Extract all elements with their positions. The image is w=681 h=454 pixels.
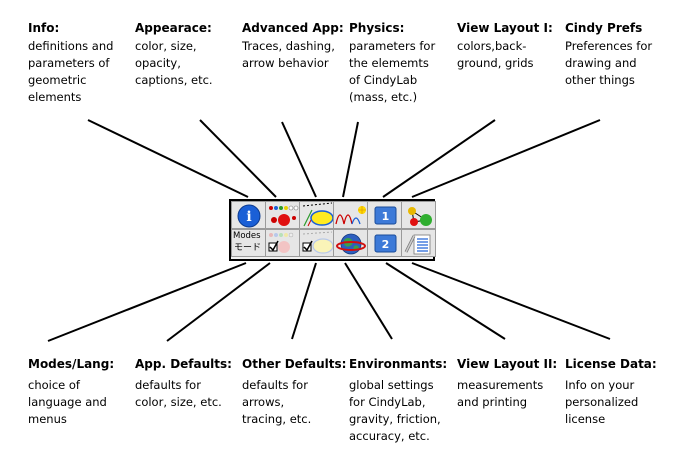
label-view-layout-2: View Layout II: measurements and printin… (457, 356, 565, 411)
cindy-prefs-icon (408, 207, 432, 226)
connector-environment (344, 262, 393, 340)
appearance-button[interactable] (265, 201, 300, 229)
label-title: Other Defaults: (242, 357, 347, 371)
layout-1-digit: 1 (382, 210, 390, 223)
connector-modes (47, 262, 247, 342)
label-title: View Layout II: (457, 357, 558, 371)
label-description: color, size, opacity, captions, etc. (135, 39, 213, 87)
label-title: View Layout I: (457, 21, 553, 35)
label-title: Cindy Prefs (565, 21, 643, 35)
connector-cindy-prefs (411, 119, 601, 198)
connector-advanced-app (281, 121, 317, 198)
label-info: Info: definitions and parameters of geom… (28, 20, 136, 106)
label-license-data: License Data: Info on your personalized … (565, 356, 673, 428)
label-description: parameters for the elememts of CindyLab … (349, 39, 436, 104)
appearance-defaults-icon (268, 232, 294, 253)
advanced-appearance-icon (302, 202, 334, 227)
label-description: Traces, dashing, arrow behavior (242, 39, 335, 70)
physics-button[interactable] (333, 201, 368, 229)
label-title: App. Defaults: (135, 357, 232, 371)
connector-info (87, 119, 249, 198)
connector-other-defaults (291, 262, 317, 340)
environment-icon (336, 233, 366, 255)
label-cindy-prefs: Cindy Prefs Preferences for drawing and … (565, 20, 673, 89)
physics-icon (335, 206, 366, 225)
label-title: Modes/Lang: (28, 357, 115, 371)
label-description: global settings for CindyLab, gravity, f… (349, 378, 441, 443)
license-button[interactable] (401, 229, 436, 257)
label-description: measurements and printing (457, 378, 544, 409)
label-app-defaults: App. Defaults: defaults for color, size,… (135, 356, 243, 411)
environment-button[interactable] (333, 229, 368, 257)
layout-2-digit: 2 (382, 238, 390, 251)
label-title: Advanced App: (242, 21, 344, 35)
appearance-icon (269, 205, 299, 226)
connector-physics (342, 121, 359, 198)
label-title: Physics: (349, 21, 405, 35)
label-title: License Data: (565, 357, 657, 371)
info-icon: i (237, 204, 261, 228)
label-appearance: Appearace: color, size, opacity, caption… (135, 20, 243, 89)
label-description: definitions and parameters of geometric … (28, 39, 114, 104)
label-description: Preferences for drawing and other things (565, 39, 653, 87)
modes-text: Modes (233, 231, 261, 241)
inspector-toolbar: i 1 (229, 199, 436, 261)
label-description: Info on your personalized license (565, 378, 639, 426)
other-defaults-button[interactable] (299, 229, 334, 257)
view-layout-1-icon: 1 (374, 206, 397, 225)
other-defaults-icon (302, 231, 334, 254)
cindy-prefs-button[interactable] (401, 201, 436, 229)
label-modes-lang: Modes/Lang: choice of language and menus (28, 356, 136, 428)
appearance-defaults-button[interactable] (265, 229, 300, 257)
label-description: defaults for arrows, tracing, etc. (242, 378, 312, 426)
label-title: Environmants: (349, 357, 448, 371)
label-physics: Physics: parameters for the elememts of … (349, 20, 457, 106)
connector-view-layout-1 (382, 119, 496, 198)
label-description: defaults for color, size, etc. (135, 378, 222, 409)
view-layout-2-button[interactable]: 2 (367, 229, 402, 257)
info-button[interactable]: i (231, 201, 266, 229)
connector-license (411, 262, 611, 340)
label-description: colors,back- ground, grids (457, 39, 534, 70)
modes-japanese-text: モード (234, 243, 262, 253)
license-icon (404, 234, 431, 255)
connector-view-layout-2 (385, 262, 506, 340)
label-description: choice of language and menus (28, 378, 107, 426)
label-title: Info: (28, 21, 60, 35)
label-other-defaults: Other Defaults: defaults for arrows, tra… (242, 356, 350, 428)
view-layout-2-icon: 2 (374, 234, 397, 253)
advanced-appearance-button[interactable] (299, 201, 334, 229)
label-title: Appearace: (135, 21, 212, 35)
connector-app-defaults (166, 262, 271, 342)
label-advanced-app: Advanced App: Traces, dashing, arrow beh… (242, 20, 350, 72)
view-layout-1-button[interactable]: 1 (367, 201, 402, 229)
connector-appearance (199, 119, 277, 198)
label-environments: Environmants: global settings for CindyL… (349, 356, 457, 445)
label-view-layout-1: View Layout I: colors,back- ground, grid… (457, 20, 565, 72)
info-glyph: i (246, 209, 251, 225)
modes-button[interactable]: Modes モード (231, 229, 266, 257)
